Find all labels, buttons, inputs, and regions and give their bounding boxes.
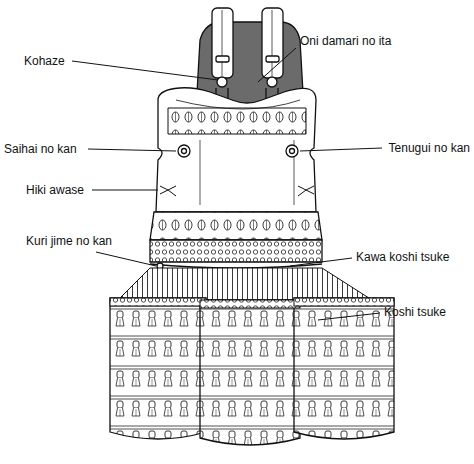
part-label: Oni damari no ita	[300, 34, 391, 48]
leader-lines	[72, 48, 382, 320]
part-label: Hiki awase	[26, 183, 84, 197]
part-label: Saihai no kan	[4, 142, 77, 156]
part-label: Tenugui no kan	[389, 141, 470, 155]
part-label: Koshi tsuke	[384, 305, 446, 319]
part-label: Kuri jime no kan	[26, 234, 112, 248]
part-label: Kawa koshi tsuke	[356, 250, 449, 264]
armor-drawing	[110, 8, 394, 445]
part-label: Kohaze	[24, 54, 65, 68]
